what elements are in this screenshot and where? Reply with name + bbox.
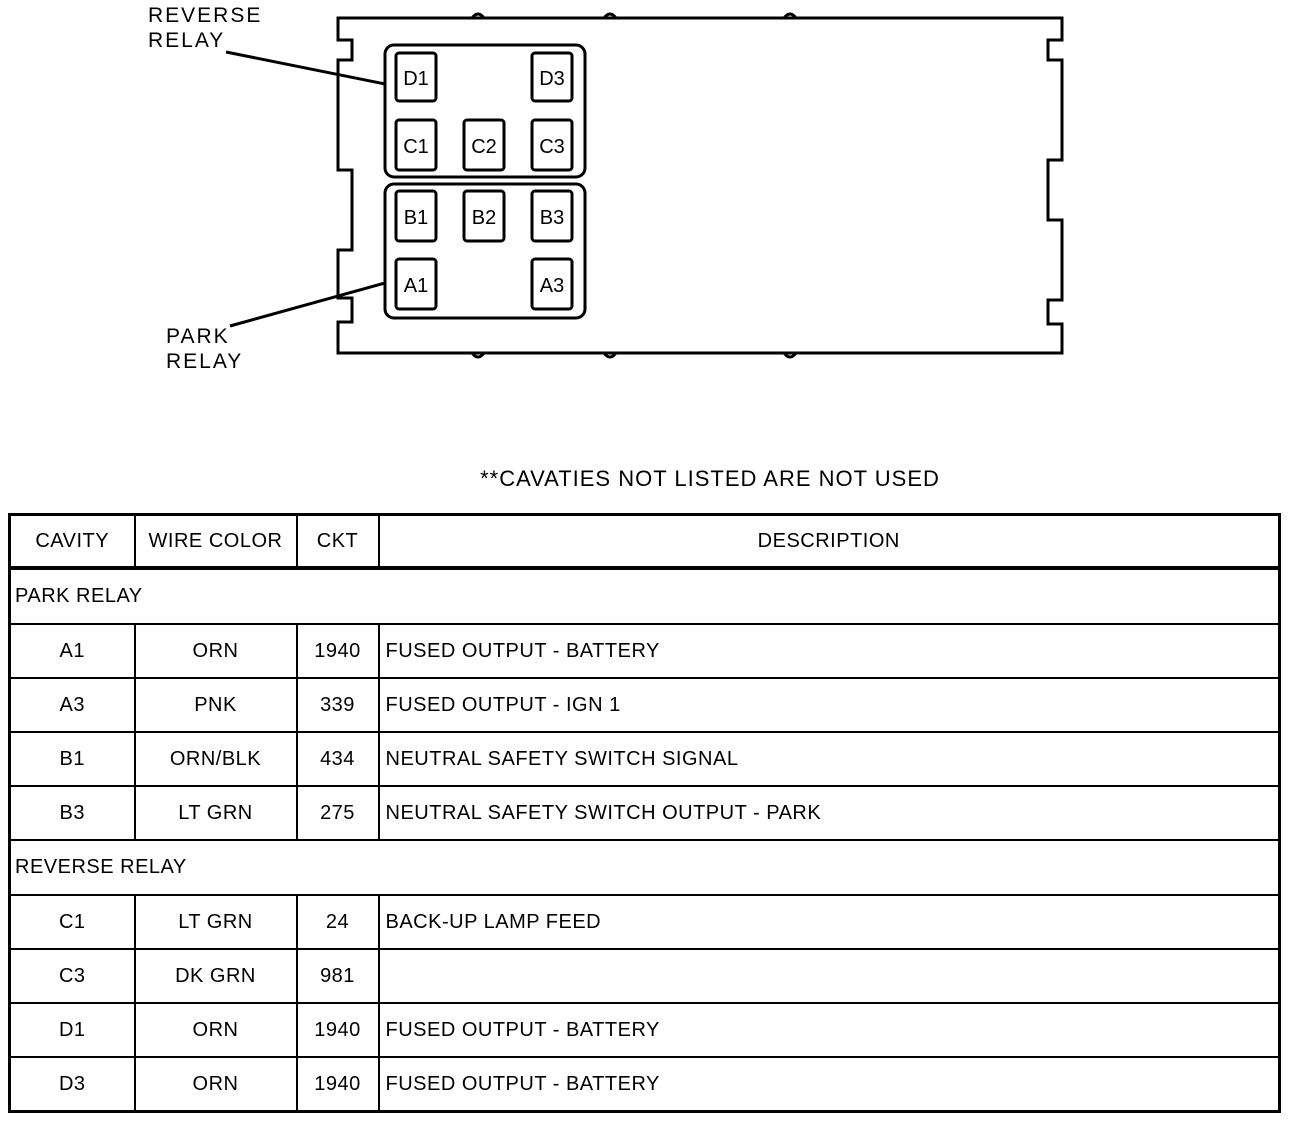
ckt-cell: 1940 — [295, 623, 380, 679]
park-relay-callout: PARK RELAY — [166, 325, 244, 373]
cavity-cell: D3 — [8, 1056, 136, 1113]
terminal-a3 — [530, 257, 574, 311]
description-cell: FUSED OUTPUT - IGN 1 — [377, 677, 1281, 733]
wire-color-cell: LT GRN — [133, 894, 298, 950]
terminal-label-c1: C1 — [403, 136, 429, 158]
cavity-cell: C3 — [8, 948, 136, 1004]
terminal-c3 — [530, 118, 574, 172]
section-title: REVERSE RELAY — [8, 839, 1281, 896]
terminal-d3 — [530, 51, 574, 103]
wire-color-cell: ORN — [133, 1056, 298, 1113]
cavity-cell: B1 — [8, 731, 136, 787]
terminal-c1 — [394, 118, 438, 172]
description-cell: FUSED OUTPUT - BATTERY — [377, 1002, 1281, 1058]
section-title: PARK RELAY — [8, 567, 1281, 625]
cavity-table: CAVITY WIRE COLOR CKT DESCRIPTION PARK R… — [8, 513, 1281, 1113]
cavity-cell: C1 — [8, 894, 136, 950]
terminal-a1 — [394, 257, 438, 311]
description-cell: NEUTRAL SAFETY SWITCH OUTPUT - PARK — [377, 785, 1281, 841]
reverse-relay-callout: REVERSE RELAY — [148, 4, 263, 52]
terminal-label-b2: B2 — [472, 207, 496, 229]
wire-color-cell: LT GRN — [133, 785, 298, 841]
table-header-row: CAVITY WIRE COLOR CKT DESCRIPTION — [8, 513, 1281, 570]
ckt-cell: 24 — [295, 894, 380, 950]
terminal-b3 — [530, 189, 574, 243]
ckt-cell: 275 — [295, 785, 380, 841]
connector-diagram: D1 D3 C1 C2 C3 B1 B2 B3 A1 A3 — [225, 12, 1064, 359]
header-description: DESCRIPTION — [377, 513, 1281, 570]
description-cell — [377, 948, 1281, 1004]
reverse-relay-leader — [225, 50, 386, 86]
cavity-cell: A1 — [8, 623, 136, 679]
ckt-cell: 339 — [295, 677, 380, 733]
description-cell: FUSED OUTPUT - BATTERY — [377, 1056, 1281, 1113]
wire-color-cell: ORN — [133, 1002, 298, 1058]
terminal-label-d3: D3 — [539, 68, 565, 90]
terminal-label-c3: C3 — [539, 136, 565, 158]
cavity-cell: D1 — [8, 1002, 136, 1058]
wire-color-cell: ORN/BLK — [133, 731, 298, 787]
wire-color-cell: DK GRN — [133, 948, 298, 1004]
cavity-cell: A3 — [8, 677, 136, 733]
terminal-d1 — [394, 51, 438, 103]
cavity-cell: B3 — [8, 785, 136, 841]
terminal-b2 — [462, 189, 506, 243]
table-section-row: PARK RELAY — [8, 567, 1281, 625]
header-ckt: CKT — [295, 513, 380, 570]
ckt-cell: 1940 — [295, 1056, 380, 1113]
park-relay-block — [383, 182, 587, 320]
ckt-cell: 981 — [295, 948, 380, 1004]
ckt-cell: 1940 — [295, 1002, 380, 1058]
park-relay-leader — [229, 281, 386, 328]
connector-housing — [336, 16, 1064, 355]
terminal-b1 — [394, 189, 438, 243]
description-cell: BACK-UP LAMP FEED — [377, 894, 1281, 950]
unused-cavities-note: **CAVATIES NOT LISTED ARE NOT USED — [480, 466, 940, 491]
ckt-cell: 434 — [295, 731, 380, 787]
terminal-label-a3: A3 — [540, 275, 564, 297]
terminal-label-c2: C2 — [471, 136, 497, 158]
terminal-label-b1: B1 — [404, 207, 428, 229]
header-wire-color: WIRE COLOR — [133, 513, 298, 570]
header-cavity: CAVITY — [8, 513, 136, 570]
terminal-label-a1: A1 — [404, 275, 428, 297]
terminal-label-b3: B3 — [540, 207, 564, 229]
terminal-c2 — [462, 118, 506, 172]
wire-color-cell: ORN — [133, 623, 298, 679]
table-section-row: REVERSE RELAY — [8, 839, 1281, 896]
reverse-relay-block — [383, 43, 587, 179]
wire-color-cell: PNK — [133, 677, 298, 733]
description-cell: FUSED OUTPUT - BATTERY — [377, 623, 1281, 679]
description-cell: NEUTRAL SAFETY SWITCH SIGNAL — [377, 731, 1281, 787]
terminal-label-d1: D1 — [403, 68, 429, 90]
